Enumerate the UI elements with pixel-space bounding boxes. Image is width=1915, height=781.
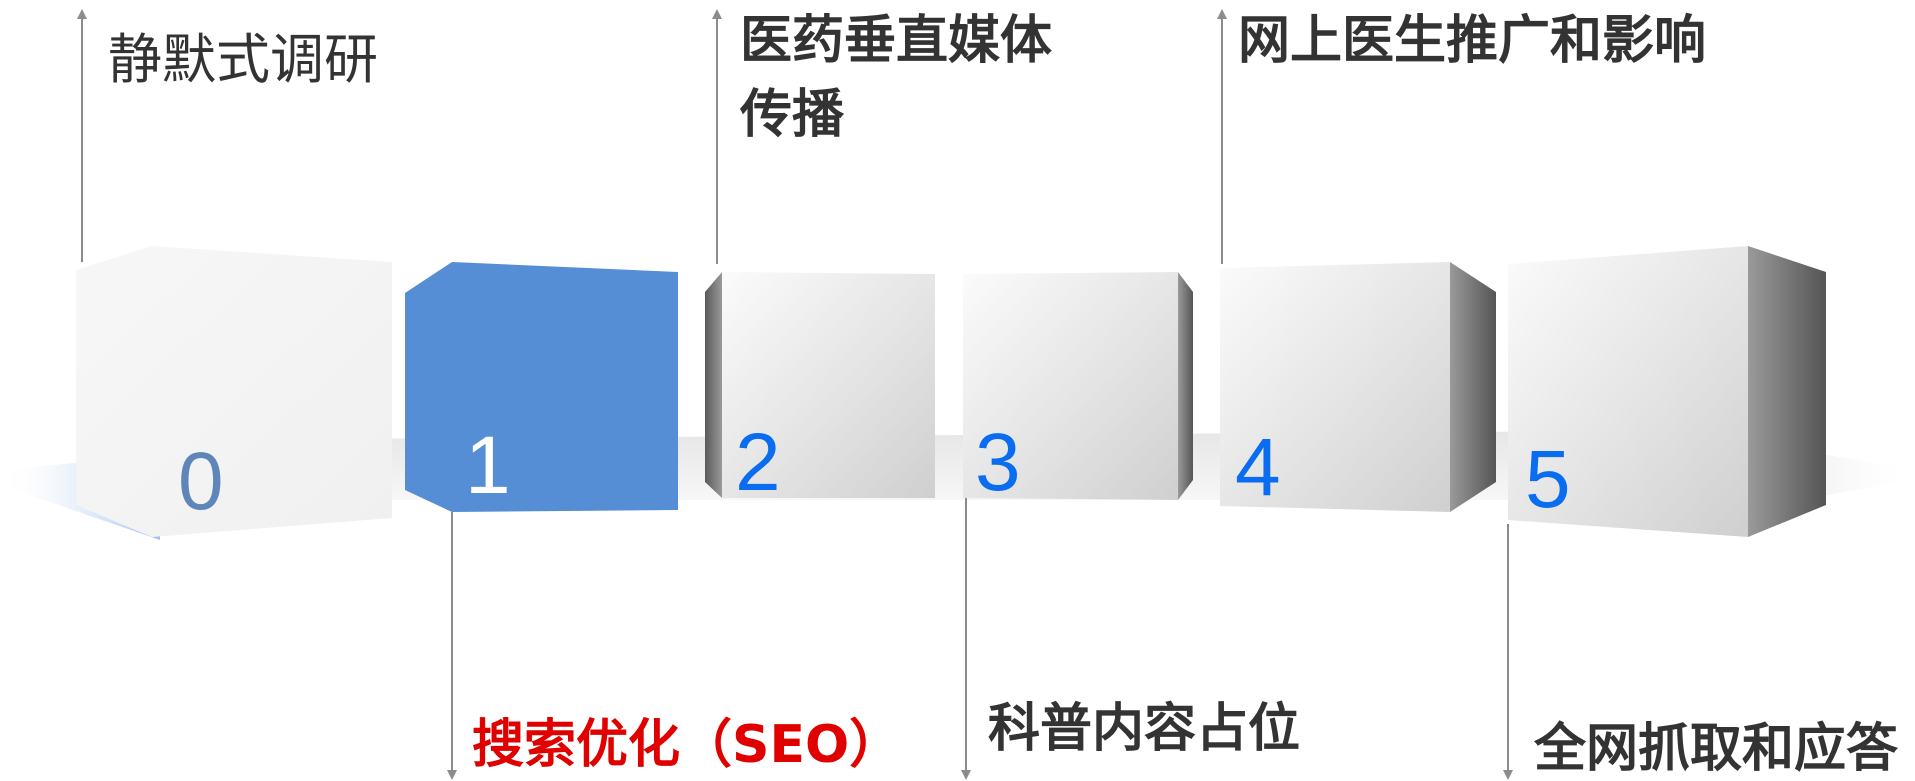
- step-1-label: 搜索优化（SEO）: [472, 715, 902, 775]
- step-0-label: 静默式调研: [108, 28, 378, 91]
- step-5-label: 全网抓取和应答: [1534, 719, 1899, 779]
- cube-4: 4: [1220, 262, 1496, 513]
- cube-4-face: [1220, 262, 1450, 512]
- cube-5-side: [1748, 246, 1826, 537]
- connector-arrows: [77, 9, 1513, 780]
- cube-0-number: 0: [178, 436, 224, 527]
- cube-3-number: 3: [975, 417, 1021, 508]
- step-2-label: 医药垂直媒体传播: [740, 11, 1053, 145]
- cube-4-side: [1450, 262, 1496, 512]
- cube-5-face: [1508, 246, 1748, 537]
- cube-5-number: 5: [1525, 434, 1571, 525]
- cube-3-face: [963, 272, 1178, 500]
- cube-3-side: [1178, 272, 1193, 500]
- cube-2-side: [705, 272, 722, 498]
- cube-1: 1: [405, 262, 678, 512]
- cube-1-number: 1: [465, 420, 511, 511]
- step-4-label: 网上医生推广和影响: [1238, 11, 1707, 71]
- cube-0: 0: [76, 246, 392, 537]
- cube-5: 5: [1508, 246, 1826, 537]
- cube-4-number: 4: [1235, 422, 1281, 513]
- cube-3: 3: [963, 272, 1193, 508]
- cube-2: 2: [705, 272, 935, 508]
- cube-2-face: [722, 272, 935, 498]
- cube-1-face: [405, 262, 678, 512]
- cube-2-number: 2: [735, 417, 781, 508]
- step-3-label: 科普内容占位: [988, 699, 1301, 759]
- cube-0-face: [76, 246, 392, 537]
